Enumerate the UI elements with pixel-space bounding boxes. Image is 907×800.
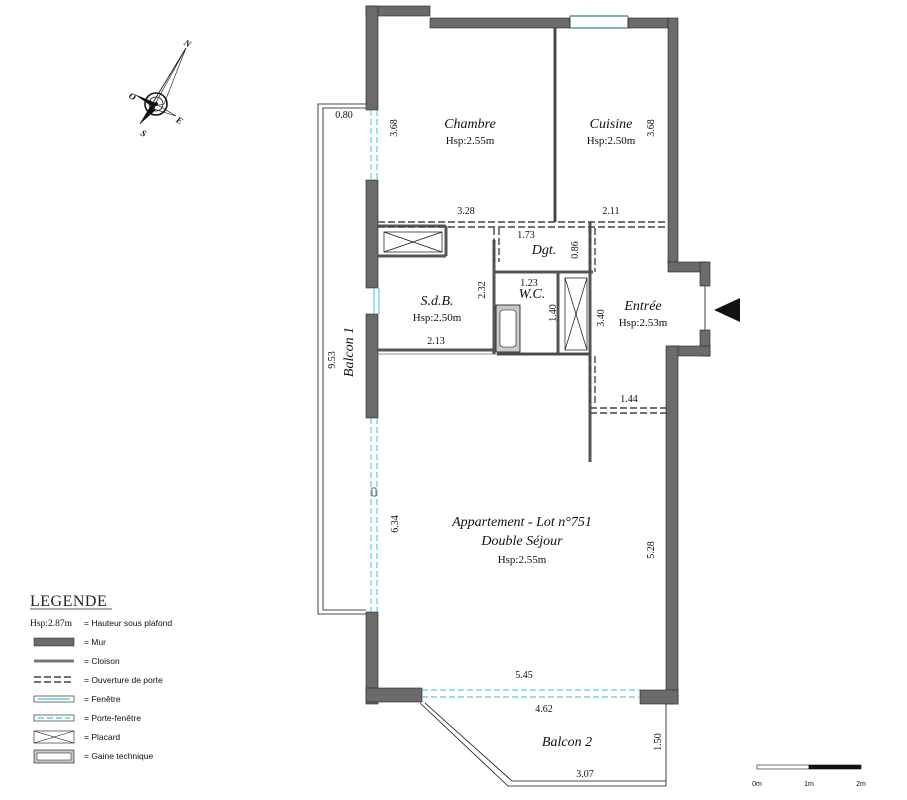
legend-swatch-window xyxy=(33,695,75,703)
room-hsp-sejour: Hsp:2.55m xyxy=(498,554,547,566)
dim-dgt-depth: 0.86 xyxy=(570,241,581,259)
dim-balcon1-top: 0.80 xyxy=(335,110,353,121)
room-name-entree: Entrée xyxy=(623,299,661,314)
dim-entree-depth: 3.40 xyxy=(596,309,607,327)
dim-sdb-width: 2.13 xyxy=(427,336,445,347)
legend-item-window: = Fenêtre xyxy=(84,694,121,704)
legend: LEGENDE Hsp:2.87m = Hauteur sous plafond… xyxy=(30,593,172,764)
legend-item-closet: = Placard xyxy=(84,732,120,742)
room-hsp-chambre: Hsp:2.55m xyxy=(446,135,495,147)
dim-chambre-width: 3.28 xyxy=(457,206,475,217)
dim-sejour-width: 5.45 xyxy=(515,670,533,681)
dim-cuisine-right: 3.68 xyxy=(646,119,657,137)
scale-label-0: 0m xyxy=(752,781,762,788)
entrance-arrow-icon xyxy=(714,298,740,322)
room-hsp-entree: Hsp:2.53m xyxy=(619,317,668,329)
compass-west: O xyxy=(127,90,138,102)
closet-sdb xyxy=(383,231,443,253)
scale-label-1: 1m xyxy=(804,781,814,788)
legend-title: LEGENDE xyxy=(30,593,107,610)
balcon-1-marker xyxy=(371,487,377,497)
dim-sejour-right: 5.28 xyxy=(646,541,657,559)
dim-wc-depth: 1.40 xyxy=(548,304,559,322)
dim-cuisine-width: 2.11 xyxy=(602,206,619,217)
compass-east: E xyxy=(174,114,185,126)
compass-south: S xyxy=(139,128,148,139)
legend-item-wall: = Mur xyxy=(84,637,106,647)
compass-rose-icon: N E S O xyxy=(127,37,193,139)
legend-swatch-closet xyxy=(33,730,75,744)
bathtub xyxy=(495,304,521,353)
legend-swatch-shaft xyxy=(33,749,75,764)
room-name-cuisine: Cuisine xyxy=(590,117,633,132)
legend-swatch-french-window xyxy=(33,714,75,722)
balcon-1 xyxy=(317,103,366,615)
closet-entree xyxy=(564,277,588,351)
scale-label-2: 2m xyxy=(856,781,866,788)
room-hsp-sdb: Hsp:2.50m xyxy=(413,312,462,324)
room-name-balcon-1: Balcon 1 xyxy=(342,327,357,377)
room-name-dgt: Dgt. xyxy=(531,243,557,258)
dim-sejour-left: 6.34 xyxy=(390,515,401,533)
legend-swatch-wall xyxy=(33,637,75,647)
room-name-sejour: Double Séjour xyxy=(480,534,563,549)
legend-swatch-door xyxy=(34,676,74,683)
room-name-chambre: Chambre xyxy=(444,117,496,132)
legend-hsp-sample: Hsp:2.87m xyxy=(30,619,73,629)
room-name-wc: W.C. xyxy=(519,287,546,302)
apartment-title: Appartement - Lot n°751 xyxy=(451,515,592,530)
scale-bar: 0m 1m 2m xyxy=(752,764,866,788)
dim-balcon1-length: 9.53 xyxy=(327,351,338,369)
legend-item-shaft: = Gaine technique xyxy=(84,751,154,761)
dim-sdb-depth: 2.32 xyxy=(477,281,488,299)
door-openings xyxy=(378,221,668,414)
dim-chambre-left: 3.68 xyxy=(389,119,400,137)
balcon-2 xyxy=(419,702,667,787)
compass-north: N xyxy=(181,37,193,50)
windows xyxy=(373,15,706,330)
outer-walls xyxy=(365,5,711,705)
legend-item-partition: = Cloison xyxy=(84,656,120,666)
room-name-sdb: S.d.B. xyxy=(420,294,453,309)
room-name-balcon-2: Balcon 2 xyxy=(542,735,592,750)
dim-balcon2-top: 4.62 xyxy=(535,704,553,715)
legend-item-door: = Ouverture de porte xyxy=(84,675,163,685)
french-windows xyxy=(370,110,640,698)
dim-entree-width: 1.44 xyxy=(620,394,638,405)
partitions xyxy=(378,28,593,462)
room-hsp-cuisine: Hsp:2.50m xyxy=(587,135,636,147)
legend-item-french-window: = Porte-fenêtre xyxy=(84,713,141,723)
dim-wc-width: 1.23 xyxy=(520,278,538,289)
dim-balcon2-depth: 1.50 xyxy=(653,733,664,751)
partition-thin xyxy=(378,28,590,355)
dim-dgt-width: 1.73 xyxy=(517,230,535,241)
legend-item-hsp: = Hauteur sous plafond xyxy=(84,618,172,628)
dim-balcon2-bottom: 3.07 xyxy=(576,769,594,780)
